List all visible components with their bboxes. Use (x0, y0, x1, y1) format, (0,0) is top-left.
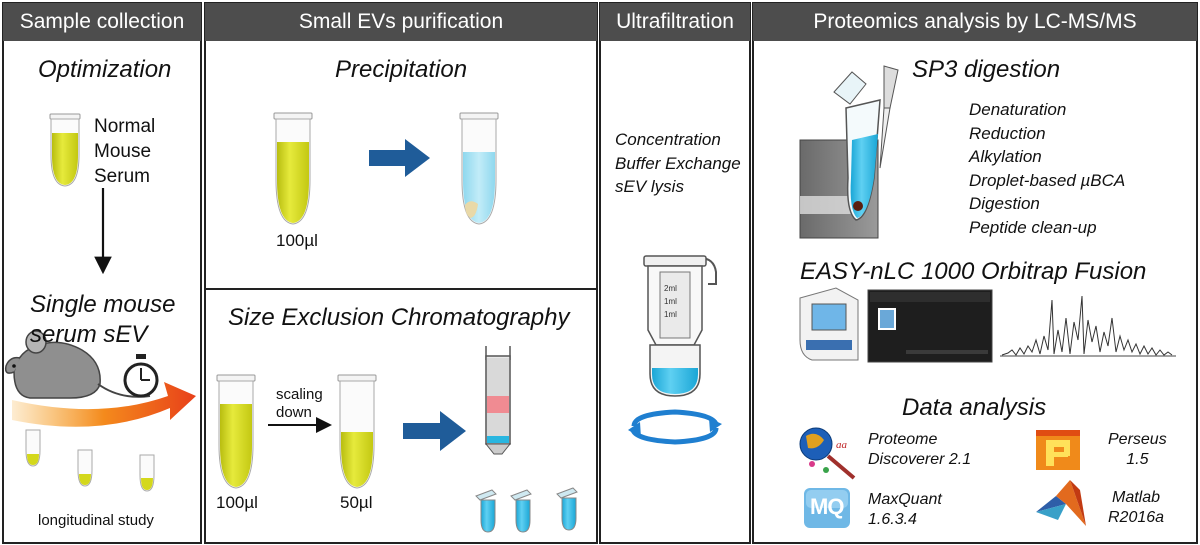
scaling-label-line: down (276, 404, 312, 421)
data-analysis-title: Data analysis (902, 394, 1047, 421)
svg-text:aa: aa (836, 439, 848, 451)
optimization-title: Optimization (38, 56, 172, 83)
maxquant-logo-text: MQ (810, 494, 844, 519)
scaling-label: scaling down (276, 386, 323, 422)
serum-label-line: Serum (94, 166, 150, 187)
header-proteomics: Proteomics analysis by LC-MS/MS (753, 3, 1197, 41)
software-label-line: Perseus (1108, 431, 1167, 448)
precipitation-title: Precipitation (335, 56, 468, 83)
centrifuge-rotation-icon (628, 409, 722, 445)
perseus-logo-icon (1036, 430, 1080, 470)
sec-volume-50: 50µl (340, 493, 373, 512)
software-label-line: Matlab (1112, 489, 1161, 506)
software-label-line: R2016a (1108, 509, 1165, 526)
sec-volume-100: 100µl (216, 493, 258, 512)
ultrafiltration-step: Concentration (615, 130, 721, 149)
single-mouse-title-line: Single mouse (30, 291, 176, 318)
sec-column-icon (484, 346, 512, 455)
lc-instrument-icon (799, 287, 859, 361)
perseus-label: Perseus 1.5 (1108, 430, 1167, 470)
sec-input-tube-icon (216, 374, 256, 489)
sp3-step: Denaturation (969, 100, 1067, 119)
header-ultrafiltration: Ultrafiltration (600, 3, 750, 41)
ultrafiltration-step: sEV lysis (615, 177, 684, 196)
sp3-step: Peptide clean-up (969, 217, 1097, 237)
panel-purification (204, 2, 598, 544)
matlab-logo-icon (1036, 480, 1086, 526)
sp3-step: Alkylation (969, 147, 1042, 166)
matlab-label: Matlab R2016a (1108, 488, 1164, 528)
serum-label-line: Normal (94, 116, 156, 137)
precipitation-volume: 100µl (276, 231, 318, 250)
sp3-step: Reduction (969, 123, 1046, 143)
tube-mark: 1ml (664, 297, 677, 306)
sec-title: Size Exclusion Chromatography (228, 304, 570, 331)
orbitrap-instrument-icon (867, 289, 993, 363)
ultrafiltration-step: Buffer Exchange (615, 153, 741, 173)
sp3-title: SP3 digestion (912, 56, 1061, 83)
mouse-icon (4, 330, 151, 399)
single-mouse-title-line: serum sEV (30, 321, 148, 348)
header-sample-collection: Sample collection (3, 3, 201, 41)
instrument-title: EASY-nLC 1000 Orbitrap Fusion (800, 258, 1147, 285)
longitudinal-label: longitudinal study (38, 512, 154, 529)
tube-mark: 2ml (664, 284, 677, 293)
pipette-tip-icon (879, 65, 899, 169)
software-label-line: 1.6.3.4 (868, 511, 917, 528)
precipitation-pellet-tube-icon (459, 112, 499, 225)
proteome-discoverer-label: Proteome Discoverer 2.1 (868, 430, 971, 470)
software-label-line: 1.5 (1126, 451, 1149, 468)
sp3-step: Droplet-based µBCA (969, 170, 1126, 190)
precipitation-input-tube-icon (273, 112, 313, 225)
software-label-line: Proteome (868, 431, 938, 448)
ultrafiltration-tube-marks: 2ml 1ml 1ml (664, 282, 677, 321)
scaling-label-line: scaling (276, 386, 323, 403)
sp3-steps: Denaturation Reduction Alkylation Drople… (969, 98, 1125, 239)
software-label-line: Discoverer 2.1 (868, 451, 972, 468)
maxquant-label: MaxQuant 1.6.3.4 (868, 490, 942, 530)
sp3-step: Digestion (969, 194, 1040, 213)
small-serum-tube-icon (25, 429, 41, 467)
header-small-evs-purification: Small EVs purification (205, 3, 597, 41)
serum-label-line: Mouse (94, 141, 152, 162)
sec-scaled-tube-icon (337, 374, 377, 489)
tube-mark: 1ml (664, 310, 677, 319)
right-arrow-icon (403, 411, 466, 451)
right-arrow-icon (369, 139, 430, 177)
ultrafiltration-device-icon (643, 255, 717, 397)
small-serum-tube-icon (77, 449, 93, 487)
proteome-discoverer-logo-icon: aa (799, 427, 856, 480)
maxquant-logo-icon (804, 488, 850, 528)
fraction-tubes-icon (475, 487, 578, 533)
serum-tube-icon (49, 113, 81, 187)
serum-label: Normal Mouse Serum (94, 114, 155, 189)
single-mouse-title: Single mouse serum sEV (30, 290, 175, 350)
mass-spectrum-icon (1000, 295, 1176, 357)
small-serum-tube-icon (139, 454, 155, 492)
software-label-line: MaxQuant (868, 491, 942, 508)
ultrafiltration-steps: Concentration Buffer Exchange sEV lysis (615, 128, 741, 199)
timeline-arrow-icon (12, 382, 196, 427)
sp3-tube-icon (833, 71, 881, 221)
stopwatch-icon (123, 354, 159, 398)
